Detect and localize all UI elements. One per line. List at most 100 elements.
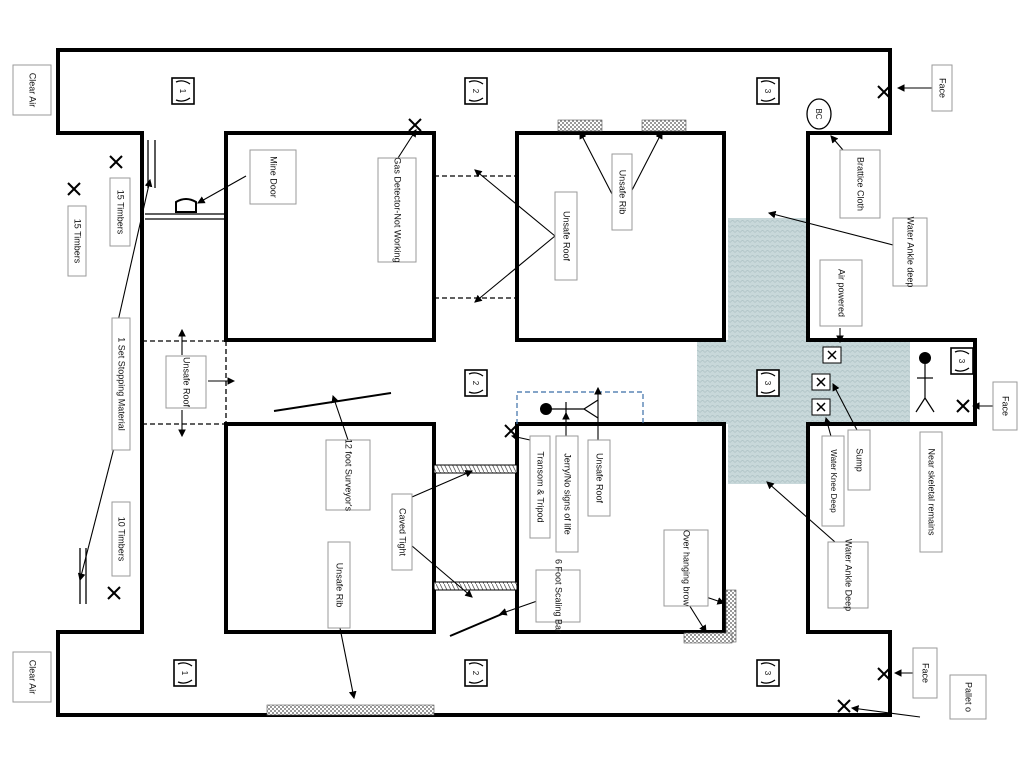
bc-tag-text: BC xyxy=(814,108,823,119)
marker-mid-2: 2 xyxy=(464,369,488,397)
marker-top-3: 3 xyxy=(756,77,780,105)
label-face-top: Face xyxy=(931,64,953,112)
label-unsafe-roof-top: Unsafe Roof xyxy=(554,191,578,281)
svg-text:Unsafe Roof: Unsafe Roof xyxy=(595,453,605,504)
label-15-timbers-b: 15 Timbers xyxy=(67,205,87,277)
label-surveyors: 12 foot Surveyor's xyxy=(325,439,371,512)
rubble-bottom-left xyxy=(266,704,435,716)
svg-text:Sump: Sump xyxy=(855,448,865,472)
label-brattice-cloth: Brattice Cloth xyxy=(839,149,881,219)
svg-text:Face: Face xyxy=(1001,396,1011,416)
label-water-ankle-deep-bottom: Water Ankle Deep xyxy=(827,539,869,611)
label-transom-tripod: Transom & Tripod xyxy=(529,435,551,539)
marker-top-1: 1 xyxy=(171,77,195,105)
svg-text:Clear Air: Clear Air xyxy=(28,73,38,108)
svg-text:15 Timbers: 15 Timbers xyxy=(73,219,83,264)
svg-text:Unsafe Rib: Unsafe Rib xyxy=(618,170,628,215)
water-area xyxy=(697,218,910,484)
marker-bottom-2: 2 xyxy=(464,659,488,687)
x-mark-left-outside xyxy=(67,182,81,196)
svg-text:12 foot Surveyor's: 12 foot Surveyor's xyxy=(344,439,354,512)
x-mark-timbers-top xyxy=(109,155,123,169)
svg-text:Gas Detector-Not Working: Gas Detector-Not Working xyxy=(393,157,403,262)
svg-text:2: 2 xyxy=(471,381,480,386)
x-mark-pallet xyxy=(837,699,851,713)
svg-text:10 Timbers: 10 Timbers xyxy=(117,517,127,562)
marker-mid-3: 3 xyxy=(756,369,780,397)
caved-strip-bottom xyxy=(433,581,518,591)
svg-text:Unsafe Roof: Unsafe Roof xyxy=(562,211,572,262)
x-box-1 xyxy=(822,346,842,364)
svg-text:2: 2 xyxy=(471,89,480,94)
label-jerry: Jerry/No signs of life xyxy=(555,435,579,553)
svg-text:Air powered: Air powered xyxy=(837,269,847,317)
label-overhanging-brow: Over hanging brow xyxy=(663,529,709,607)
label-pallet: Pallet o xyxy=(949,674,987,720)
x-mark-timbers-bottom xyxy=(107,586,121,600)
label-mine-door: Mine Door xyxy=(249,149,297,205)
label-unsafe-roof-mid: Unsafe Roof xyxy=(587,439,611,517)
marker-top-2: 2 xyxy=(464,77,488,105)
x-mark-gas-detector xyxy=(408,118,422,132)
x-box-3 xyxy=(811,398,831,416)
svg-text:Unsafe Roof: Unsafe Roof xyxy=(182,357,192,408)
scaling-bar-line xyxy=(449,613,503,637)
label-gas-detector: Gas Detector-Not Working xyxy=(377,157,417,263)
svg-text:3: 3 xyxy=(957,359,966,364)
svg-text:Mine Door: Mine Door xyxy=(269,156,279,198)
skeletal-remains-person-icon xyxy=(915,352,935,413)
svg-text:Face: Face xyxy=(938,78,948,98)
svg-text:Water Ankle Deep: Water Ankle Deep xyxy=(844,539,854,611)
label-air-powered: Air powered xyxy=(819,259,863,327)
x-mark-face-bottom xyxy=(877,667,891,681)
brattice-cloth-bc-icon: BC xyxy=(806,98,832,130)
svg-text:Near skeletal remains: Near skeletal remains xyxy=(927,448,937,536)
label-caved-tight: Caved Tight xyxy=(391,493,413,571)
pillar-bottom-left xyxy=(224,422,436,634)
x-mark-face-right xyxy=(956,399,970,413)
label-unsafe-rib-top: Unsafe Rib xyxy=(611,153,633,231)
label-skeletal-remains: Near skeletal remains xyxy=(919,431,943,553)
label-stopping-material: 1 Set Stopping Material xyxy=(111,317,131,451)
svg-text:Transom & Tripod: Transom & Tripod xyxy=(536,451,546,522)
label-clear-air-bottom: Clear Air xyxy=(12,651,52,703)
label-sump: Sump xyxy=(847,429,871,491)
annotation-arrows xyxy=(77,84,993,718)
pillar-top-left xyxy=(224,131,436,342)
x-mark-face-top xyxy=(877,85,891,99)
svg-text:Caved Tight: Caved Tight xyxy=(398,508,408,557)
svg-text:Water Knee Deep: Water Knee Deep xyxy=(829,449,838,513)
label-10-timbers: 10 Timbers xyxy=(111,501,131,577)
rubble-brow-horizontal xyxy=(683,632,733,644)
svg-text:Clear Air: Clear Air xyxy=(28,660,38,695)
label-water-knee-deep: Water Knee Deep xyxy=(821,435,845,527)
svg-text:1: 1 xyxy=(178,89,187,94)
pillar-top-right xyxy=(515,131,726,342)
pillar-bottom-right xyxy=(515,422,726,634)
caved-strip-top xyxy=(433,464,518,474)
svg-text:15 Timbers: 15 Timbers xyxy=(116,190,126,235)
label-scaling-bar: 6 Foot Scaling Bar xyxy=(535,559,581,633)
marker-bottom-3: 3 xyxy=(756,659,780,687)
mine-door-icon xyxy=(175,198,197,213)
svg-text:Pallet o: Pallet o xyxy=(964,682,974,712)
label-unsafe-roof-left: Unsafe Roof xyxy=(165,355,207,409)
marker-bottom-1: 1 xyxy=(173,659,197,687)
svg-text:Water Ankle deep: Water Ankle deep xyxy=(906,217,916,288)
outer-walls xyxy=(56,48,977,717)
rubble-top-b xyxy=(641,119,687,132)
svg-text:1: 1 xyxy=(180,671,189,676)
rubble-top-a xyxy=(557,119,603,132)
stopping-lines xyxy=(79,140,226,604)
x-box-2 xyxy=(811,373,831,391)
marker-right-3: 3 xyxy=(950,347,974,375)
label-unsafe-rib-bottom: Unsafe Rib xyxy=(327,541,351,629)
label-face-bottom: Face xyxy=(912,647,938,699)
svg-text:Unsafe Rib: Unsafe Rib xyxy=(335,563,345,608)
svg-text:3: 3 xyxy=(763,381,772,386)
svg-text:1 Set Stopping Material: 1 Set Stopping Material xyxy=(117,337,127,431)
svg-text:2: 2 xyxy=(471,671,480,676)
label-water-ankle-deep-top: Water Ankle deep xyxy=(892,217,928,288)
jerry-person-icon xyxy=(540,399,599,419)
